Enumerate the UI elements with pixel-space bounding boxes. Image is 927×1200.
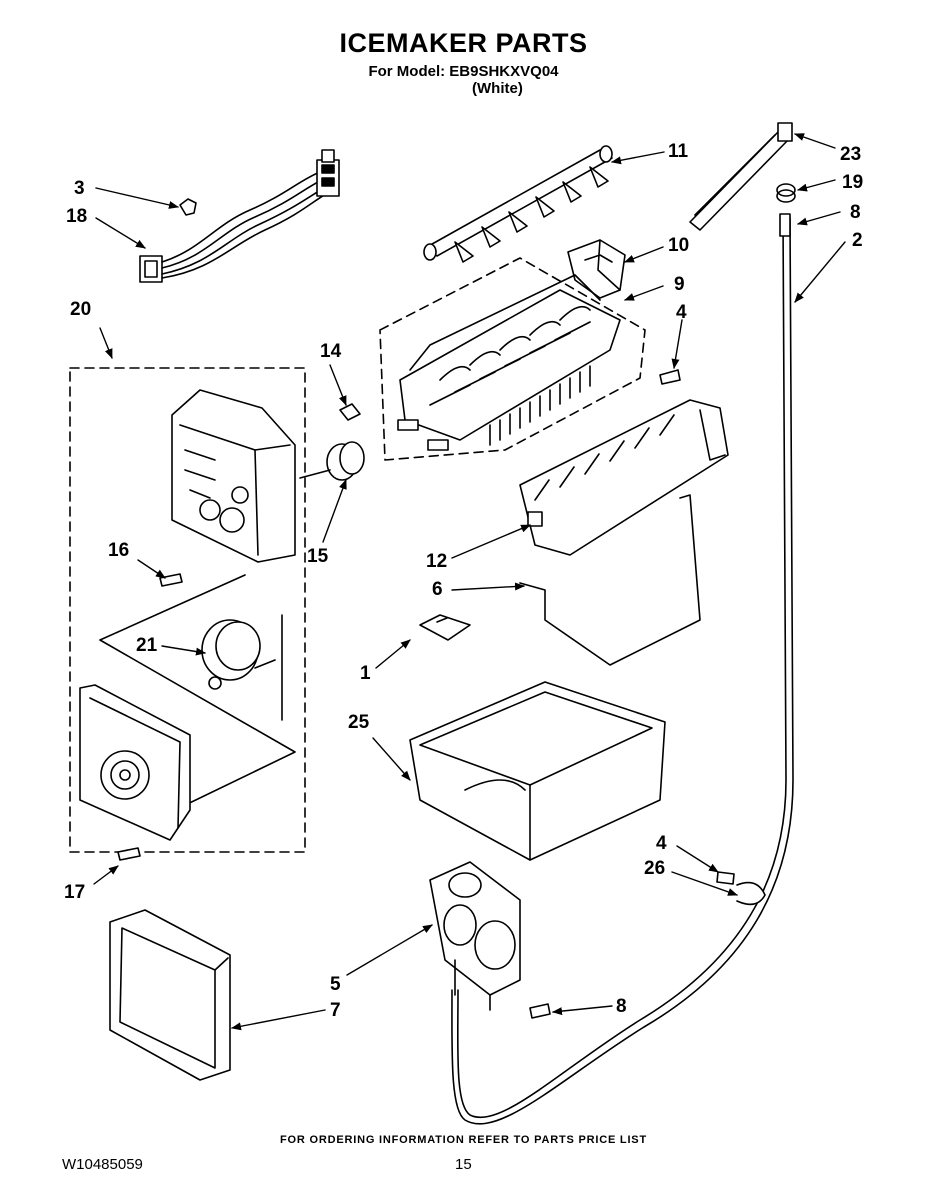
callout-4-lower: 4 [656,833,667,854]
callout-2: 2 [852,230,863,251]
motor-plane-outline [99,574,296,811]
harness-clip[interactable] [179,198,197,216]
spacer[interactable] [419,614,471,641]
water-valve[interactable] [429,861,521,1011]
control-group-outline [69,367,306,853]
callout-3: 3 [74,178,85,199]
callout-17: 17 [64,882,85,903]
insulation-pad[interactable] [109,909,231,1081]
wire-harness[interactable] [139,149,340,283]
callout-12: 12 [426,551,447,572]
callout-8-upper: 8 [850,202,861,223]
model-line: For Model: EB9SHKXVQ04 [368,63,559,80]
cover-screw[interactable] [117,847,141,861]
callout-21: 21 [136,635,158,656]
callout-5: 5 [330,974,341,995]
callout-23: 23 [840,144,861,165]
mold-screw[interactable] [659,369,681,385]
drive-motor[interactable] [201,614,283,721]
bracket[interactable] [567,239,626,299]
callout-25: 25 [348,712,370,733]
ejector-arm[interactable] [423,145,613,263]
callout-8-lower: 8 [616,996,627,1017]
page-number: 15 [455,1156,472,1173]
page-title: ICEMAKER PARTS [339,28,588,58]
fill-tube[interactable] [451,217,794,1125]
control-housing[interactable] [171,389,296,563]
ordering-note: FOR ORDERING INFORMATION REFER TO PARTS … [280,1134,647,1146]
grommet[interactable] [776,183,796,203]
fill-cup-tube[interactable] [689,122,793,231]
callout-6: 6 [432,579,443,600]
callout-7: 7 [330,1000,341,1021]
callout-26: 26 [644,858,665,879]
module-cover[interactable] [79,684,191,841]
callout-16: 16 [108,540,129,561]
mold-heater-plug[interactable] [299,441,365,481]
valve-screw[interactable] [529,1003,551,1019]
callout-14: 14 [320,341,342,362]
callout-1: 1 [360,663,371,684]
callout-4-upper: 4 [676,302,687,323]
callout-19: 19 [842,172,863,193]
tube-clamp[interactable] [736,881,766,906]
callout-11: 11 [668,141,689,162]
clamp-screw[interactable] [716,871,735,885]
housing-screw[interactable] [159,573,183,587]
ice-stripper[interactable] [519,399,729,556]
color-line: (White) [472,80,523,97]
callout-10: 10 [668,235,689,256]
callout-15: 15 [307,546,329,567]
callout-9: 9 [674,274,685,295]
shut-off-arm[interactable] [519,494,701,666]
ice-bucket[interactable] [409,681,666,861]
thermostat-clip[interactable] [339,403,361,421]
document-number: W10485059 [62,1156,143,1173]
tube-clamp-top[interactable] [779,213,791,237]
callout-18: 18 [66,206,87,227]
leader-lines [93,133,846,1031]
mold-group-outline [379,257,646,461]
ice-mold[interactable] [397,274,621,451]
callout-20: 20 [70,299,91,320]
